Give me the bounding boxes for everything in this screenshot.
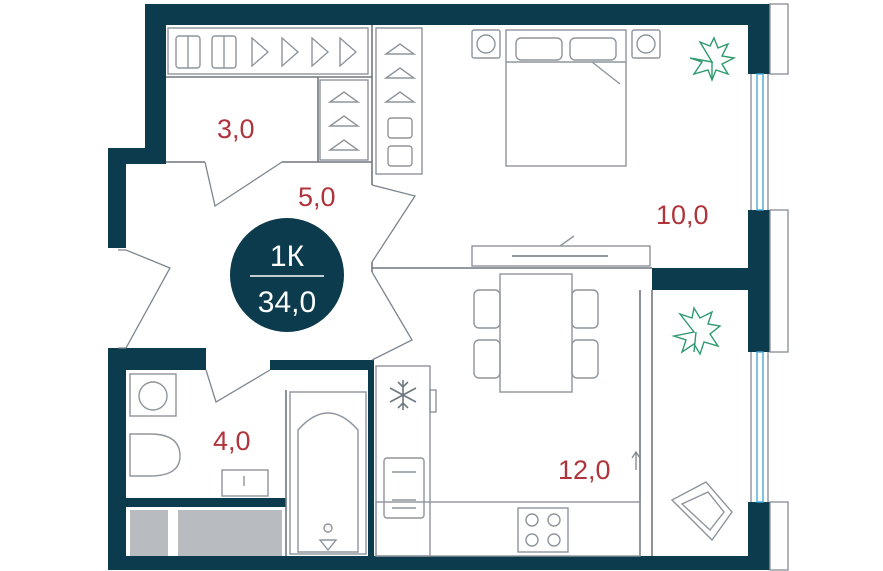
wall-bath-top-right	[270, 360, 374, 370]
area-label-hallway: 5,0	[298, 182, 336, 212]
wall-top	[145, 4, 770, 25]
badge-circle	[230, 218, 344, 332]
apartment-total-area: 34,0	[258, 286, 316, 319]
bathroom-door	[205, 369, 271, 403]
wall-left-upper	[145, 4, 166, 164]
area-labels: 3,0 5,0 10,0 4,0 12,0	[213, 114, 709, 485]
wall-right-top	[748, 4, 770, 74]
hanger-icon	[251, 36, 358, 68]
bed	[471, 29, 661, 167]
balcony-arrow-icon	[631, 450, 641, 470]
kitchen-door	[371, 271, 413, 361]
wall-left-entry-lower	[108, 348, 126, 570]
doors	[118, 161, 641, 470]
area-label-wardrobe: 3,0	[217, 114, 255, 144]
wall-bath-top	[126, 348, 206, 370]
area-label-kitchen-living: 12,0	[558, 455, 611, 485]
armchair	[670, 481, 733, 542]
plant-icon	[689, 36, 737, 82]
window-living	[756, 351, 764, 503]
plant-icon	[671, 306, 722, 356]
folded-shirt-icon	[387, 117, 413, 167]
wardrobe-shelves	[167, 27, 423, 175]
folded-shirt-icon	[175, 35, 237, 69]
area-label-bathroom: 4,0	[213, 426, 251, 456]
apartment-type: 1К	[270, 240, 305, 273]
utility-block	[130, 510, 168, 556]
window-bedroom	[756, 73, 764, 211]
bathroom-fixtures	[129, 373, 367, 556]
windows	[750, 3, 789, 571]
wall-bottom	[108, 556, 770, 570]
walls	[108, 4, 770, 570]
wall-bath-right	[368, 360, 374, 556]
wall-bath-bottom	[126, 498, 286, 507]
wall-balcony-top	[652, 268, 770, 290]
tv-unit	[471, 235, 651, 267]
entrance-door	[118, 249, 171, 349]
utility-block	[178, 510, 282, 556]
area-label-bedroom: 10,0	[656, 200, 709, 230]
kitchen-counter	[375, 365, 641, 557]
dining-table	[473, 273, 599, 393]
wall-left-entry-upper	[108, 148, 126, 248]
wall-right-bottom	[748, 502, 770, 570]
bedroom-door	[371, 184, 417, 263]
snowflake-icon	[389, 380, 417, 410]
hanger-icon	[383, 43, 417, 103]
apartment-badge: 1К 34,0	[230, 218, 344, 332]
wardrobe-door	[204, 161, 283, 208]
hanger-icon	[327, 91, 361, 151]
